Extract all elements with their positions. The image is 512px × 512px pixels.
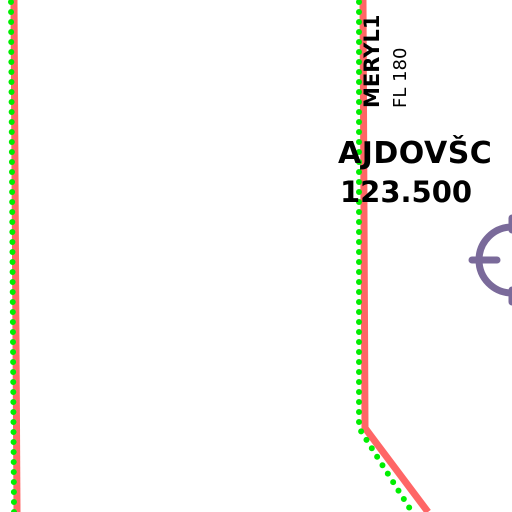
left-boundary-line [10, 0, 21, 512]
vor-navaid-icon [468, 214, 512, 306]
right-boundary-dots [356, 0, 415, 512]
waypoint-flight-level: FL 180 [390, 47, 411, 108]
sector-frequency: 123.500 [340, 175, 473, 209]
waypoint-name: MERYL1 [360, 14, 384, 108]
sector-name: AJDOVŠC [338, 136, 493, 171]
right-boundary-line [359, 0, 431, 512]
